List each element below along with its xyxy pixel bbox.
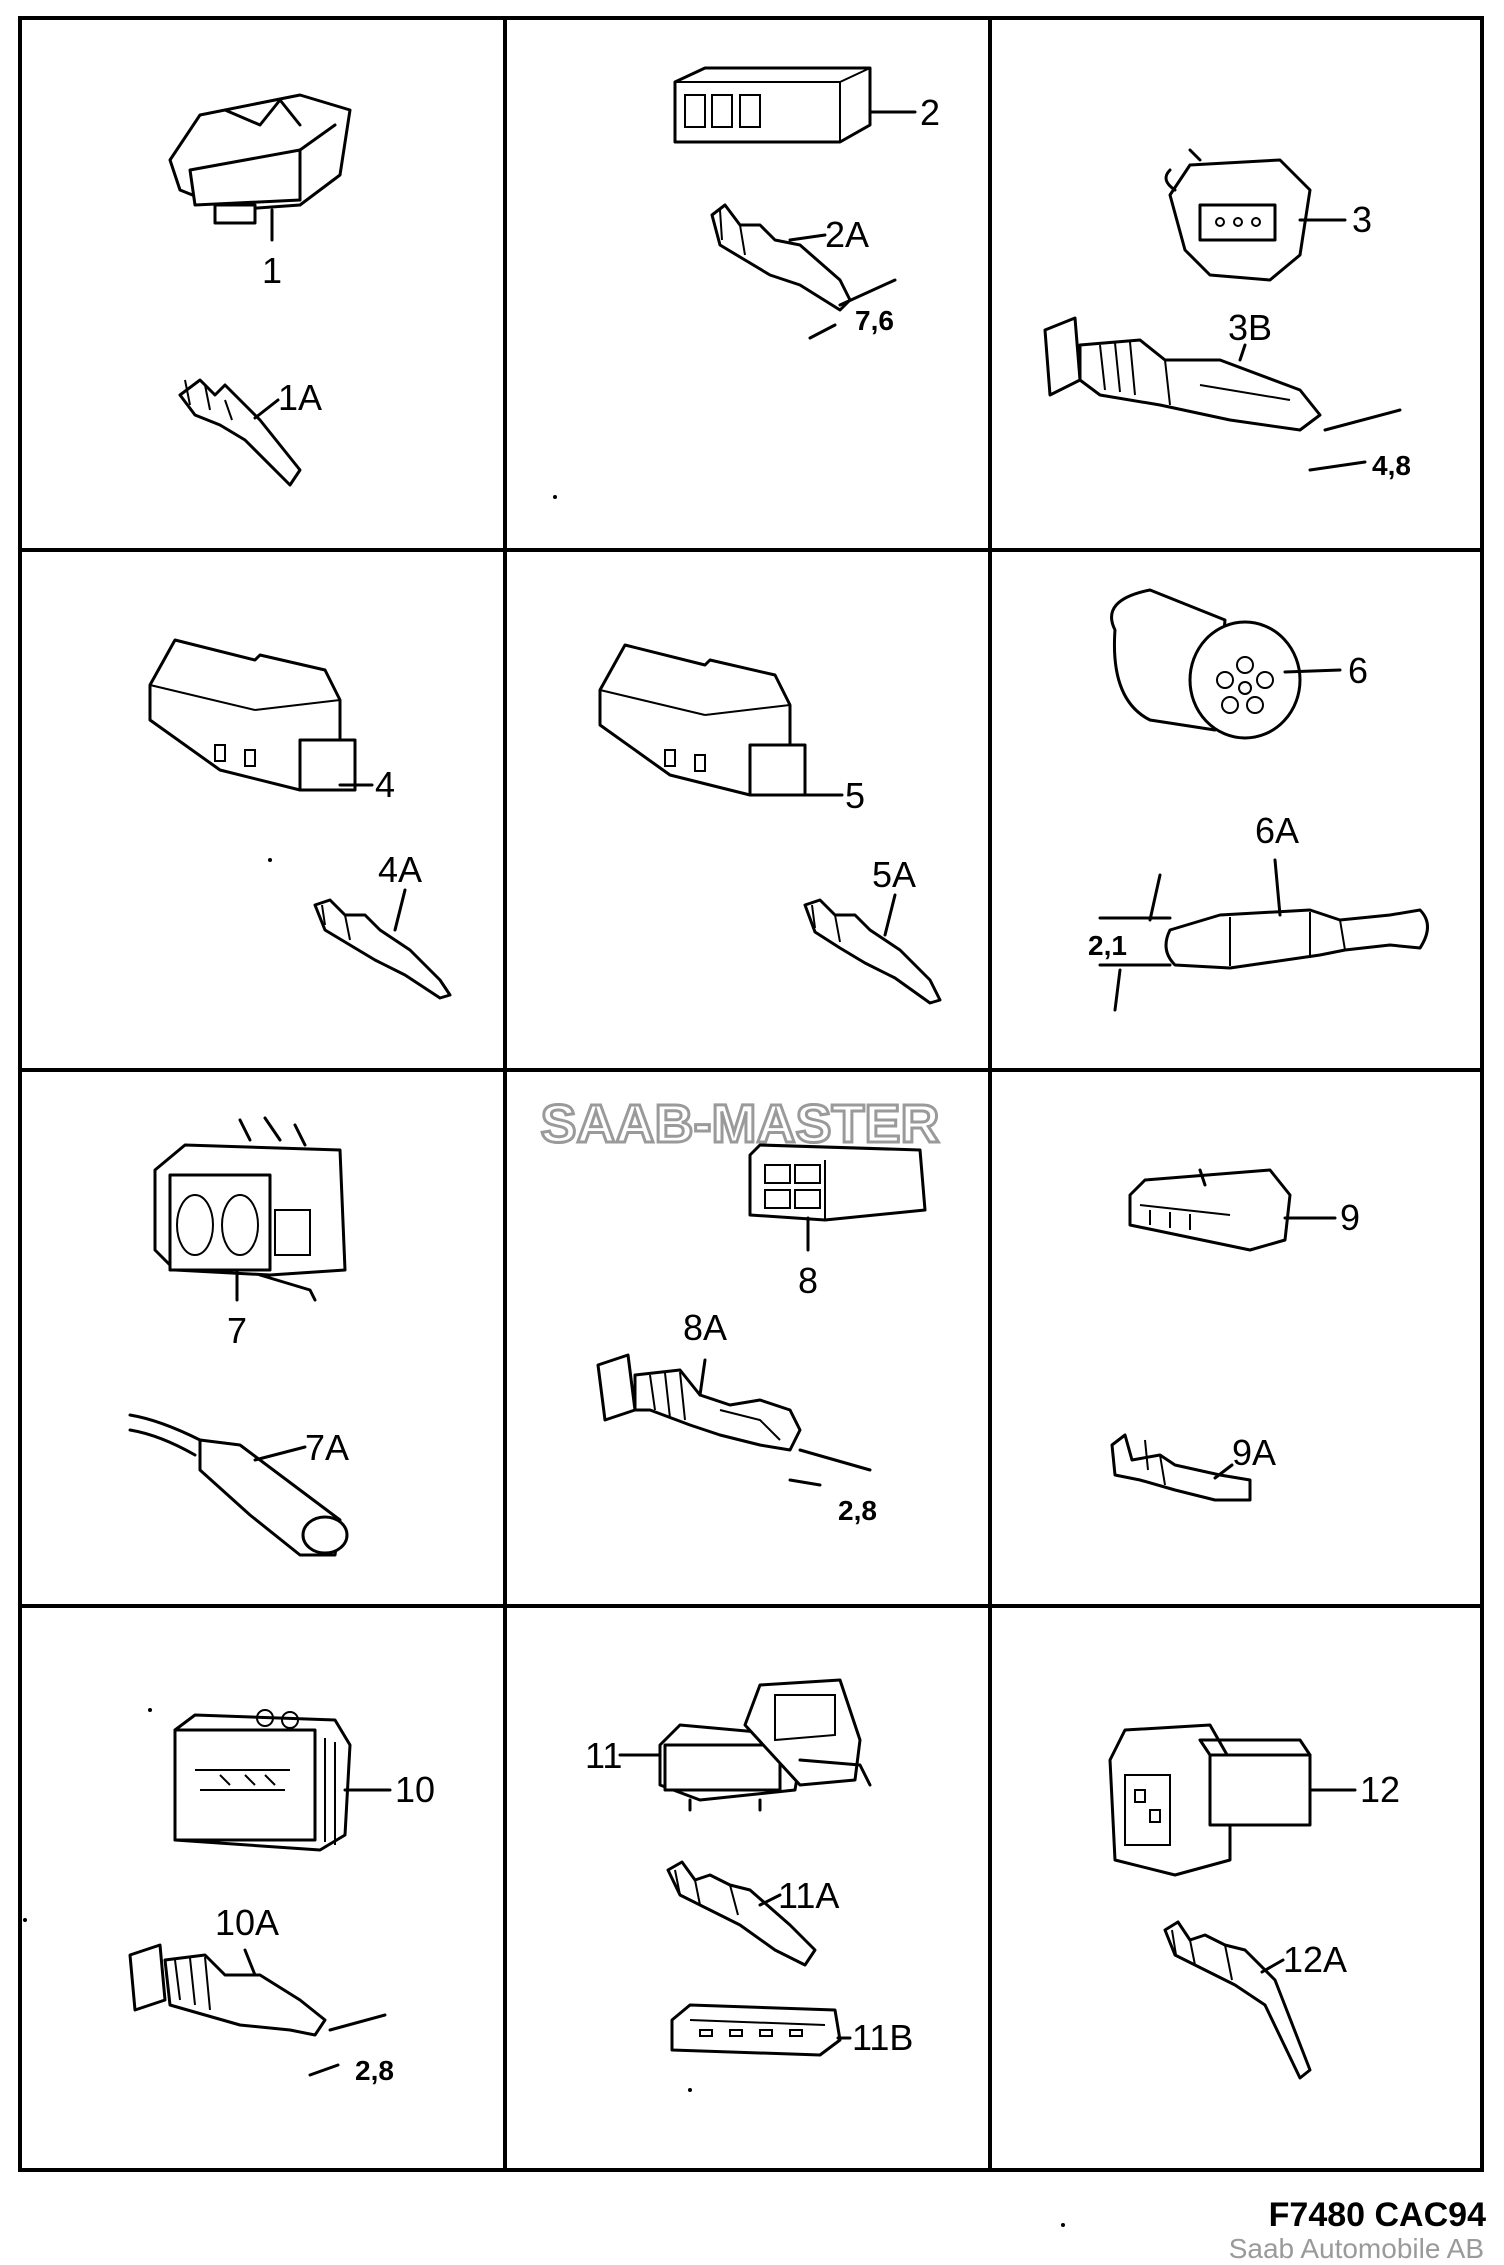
label-9: 9 xyxy=(1340,1197,1360,1238)
label-10a: 10A xyxy=(215,1902,279,1943)
label-12a: 12A xyxy=(1283,1939,1347,1980)
label-1: 1 xyxy=(262,250,282,291)
label-6a: 6A xyxy=(1255,810,1299,851)
terminal-4a-drawing xyxy=(313,898,452,1000)
label-4: 4 xyxy=(375,764,395,805)
label-8: 8 xyxy=(798,1260,818,1301)
terminal-10a-drawing xyxy=(128,1943,327,2037)
part-cell-6: 6 6A 2,1 xyxy=(1088,588,1429,1012)
label-6: 6 xyxy=(1348,650,1368,691)
connector-4-drawing xyxy=(148,638,357,792)
connector-11-drawing xyxy=(658,1678,872,1812)
part-cell-11: 11 11A 11B xyxy=(585,1678,913,2058)
label-5a: 5A xyxy=(872,854,916,895)
label-3b: 3B xyxy=(1228,307,1272,348)
part-cell-9: 9 9A xyxy=(1110,1168,1360,1502)
connector-10-drawing xyxy=(173,1709,352,1852)
part-cell-4: 4 4A xyxy=(148,638,452,1000)
label-3: 3 xyxy=(1352,199,1372,240)
part-cell-2: 2 2A 7,6 xyxy=(673,66,940,340)
terminal-12a-drawing xyxy=(1163,1920,1312,2080)
label-8a: 8A xyxy=(683,1307,727,1348)
label-11: 11 xyxy=(585,1735,622,1776)
label-9a: 9A xyxy=(1232,1432,1276,1473)
label-11b: 11B xyxy=(852,2017,913,2058)
dimension-3: 4,8 xyxy=(1372,450,1411,481)
label-10: 10 xyxy=(395,1769,435,1810)
part-cell-10: 10 10A 2,8 xyxy=(128,1709,435,2086)
grid-frame xyxy=(18,16,1484,2172)
label-1a: 1A xyxy=(278,377,322,418)
figure-code: F7480 CAC94 xyxy=(1268,2196,1486,2234)
terminal-6a-drawing xyxy=(1164,908,1429,970)
terminal-3b-drawing xyxy=(1043,316,1322,432)
label-11a: 11A xyxy=(778,1875,839,1916)
watermark: SAAB-MASTER xyxy=(541,1094,940,1154)
part-cell-3: 3 3B 4,8 xyxy=(1043,148,1411,481)
connector-1-drawing xyxy=(168,93,352,225)
part-cell-12: 12 12A xyxy=(1108,1723,1400,2080)
terminal-11a-drawing xyxy=(666,1860,817,1967)
connector-2-drawing xyxy=(673,66,872,144)
label-7a: 7A xyxy=(305,1427,349,1468)
terminal-5a-drawing xyxy=(803,898,942,1005)
terminal-1a-drawing xyxy=(178,378,302,487)
label-4a: 4A xyxy=(378,849,422,890)
connector-8-drawing xyxy=(748,1143,927,1222)
connector-6-drawing xyxy=(1110,588,1302,740)
label-7: 7 xyxy=(227,1310,247,1351)
part-cell-7: 7 7A xyxy=(128,1116,349,1557)
connector-12-drawing xyxy=(1108,1723,1312,1877)
label-12: 12 xyxy=(1360,1769,1400,1810)
connector-5-drawing xyxy=(598,643,807,797)
label-2: 2 xyxy=(920,92,940,133)
terminal-9a-drawing xyxy=(1110,1433,1252,1502)
connector-9-drawing xyxy=(1128,1168,1292,1252)
dimension-6: 2,1 xyxy=(1088,930,1127,961)
dimension-10: 2,8 xyxy=(355,2055,394,2086)
terminal-2a-drawing xyxy=(710,203,852,312)
part-cell-8: SAAB-MASTER 8 8A 2,8 xyxy=(539,1093,941,1527)
dimension-8: 2,8 xyxy=(838,1495,877,1526)
connector-3-drawing xyxy=(1164,148,1312,282)
terminal-8a-drawing xyxy=(596,1353,802,1452)
label-5: 5 xyxy=(845,775,865,816)
stray-dots xyxy=(23,495,1065,2227)
part-cell-5: 5 5A xyxy=(598,643,942,1005)
insert-11b-drawing xyxy=(670,2003,842,2057)
part-cell-1: 1 1A xyxy=(168,93,352,487)
brand-credit: Saab Automobile AB xyxy=(1228,2233,1484,2264)
connector-7-drawing xyxy=(153,1116,347,1302)
dimension-2: 7,6 xyxy=(855,305,894,336)
label-2a: 2A xyxy=(825,214,869,255)
